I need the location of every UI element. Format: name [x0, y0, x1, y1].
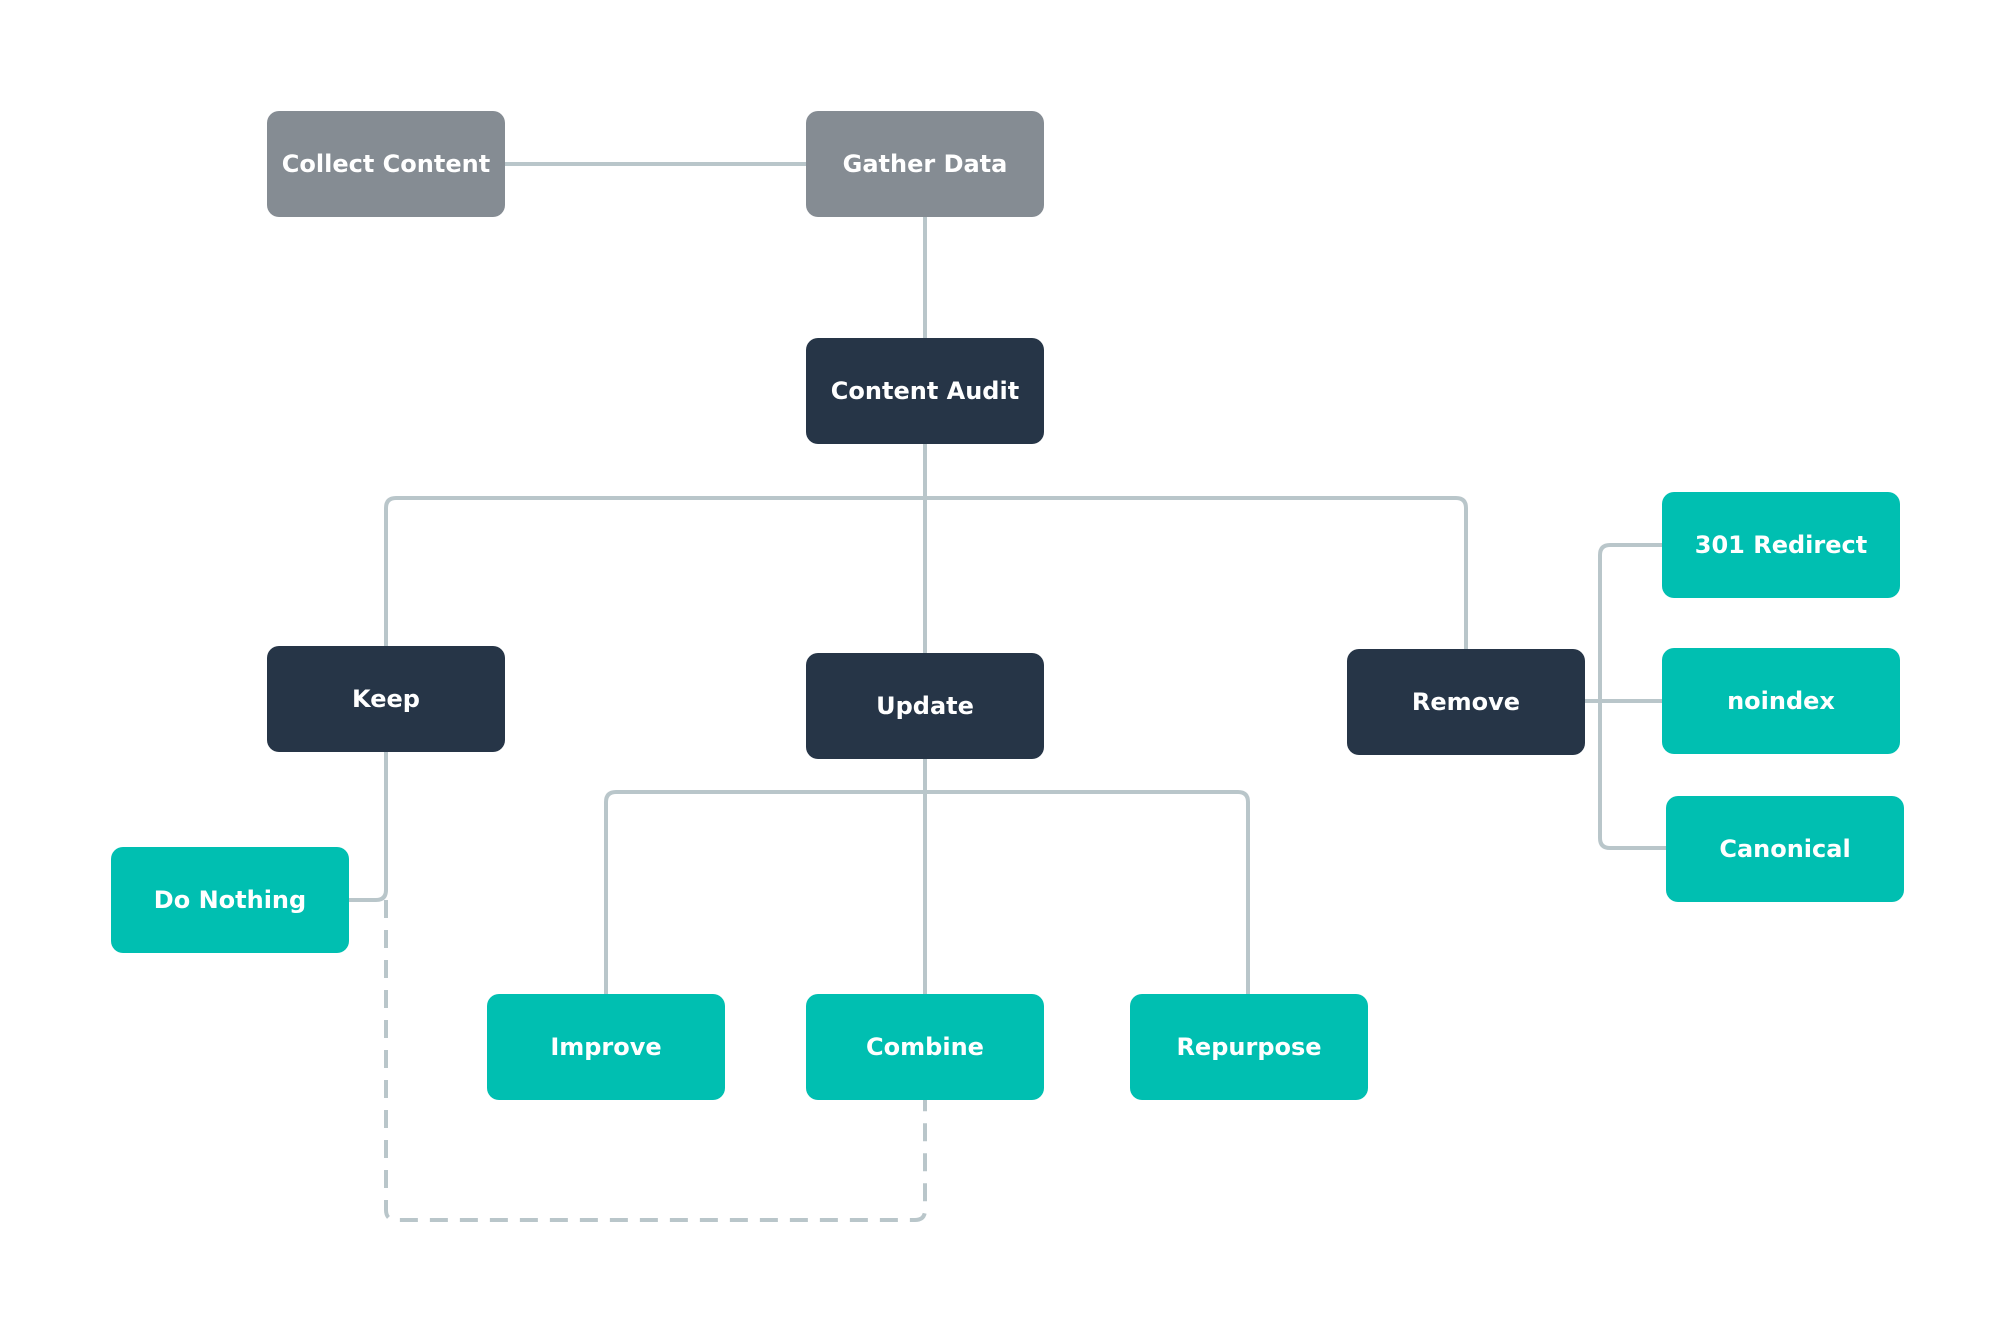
node-collect-content[interactable]: Collect Content [267, 111, 505, 217]
node-improve[interactable]: Improve [487, 994, 725, 1100]
connector-keep-donothing [348, 752, 388, 902]
node-noindex[interactable]: noindex [1662, 648, 1900, 754]
node-content-audit[interactable]: Content Audit [806, 338, 1044, 444]
connector-remove-bus [1598, 543, 1666, 850]
node-remove[interactable]: Remove [1347, 649, 1585, 755]
node-301-redirect[interactable]: 301 Redirect [1662, 492, 1900, 598]
node-combine[interactable]: Combine [806, 994, 1044, 1100]
node-gather-data[interactable]: Gather Data [806, 111, 1044, 217]
node-update[interactable]: Update [806, 653, 1044, 759]
connector-audit-bus [384, 496, 1468, 649]
node-canonical[interactable]: Canonical [1666, 796, 1904, 902]
connector-dashed-loop [384, 900, 927, 1222]
node-keep[interactable]: Keep [267, 646, 505, 752]
node-repurpose[interactable]: Repurpose [1130, 994, 1368, 1100]
node-do-nothing[interactable]: Do Nothing [111, 847, 349, 953]
